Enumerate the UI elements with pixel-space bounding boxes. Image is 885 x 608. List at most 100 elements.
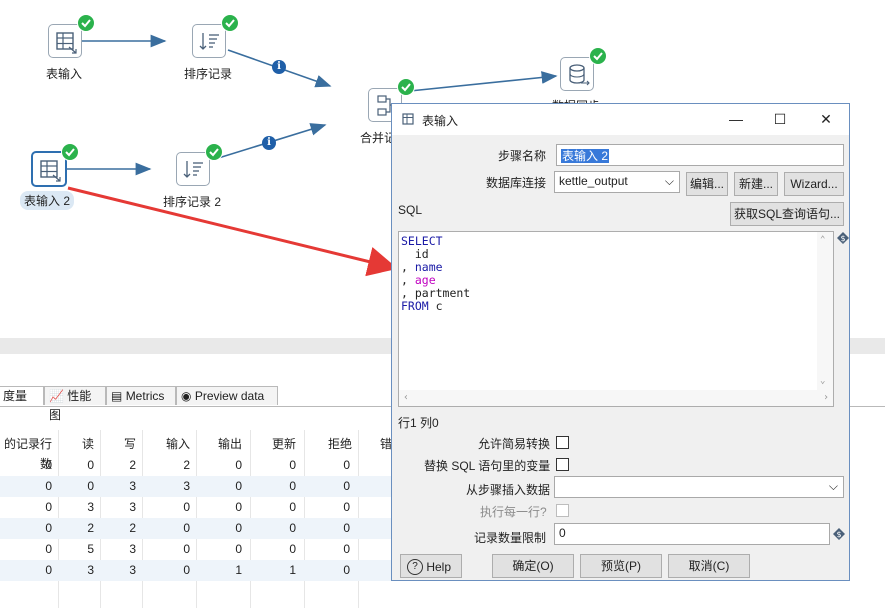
hop-info-icon[interactable]: i [272, 60, 286, 74]
help-button[interactable]: ? Help [400, 554, 462, 578]
table-cell: 0 [87, 479, 94, 493]
annotation-arrow [67, 186, 398, 277]
table-cell: 0 [289, 500, 296, 514]
variable-icon: $ [837, 232, 849, 244]
table-cell: 0 [45, 479, 52, 493]
step-name-field[interactable]: 表输入 2 [556, 144, 844, 166]
database-sync-icon [569, 64, 590, 86]
svg-text:$: $ [836, 530, 841, 539]
table-cell: 0 [289, 521, 296, 535]
success-check-icon [77, 14, 95, 32]
hop-line[interactable] [399, 71, 558, 93]
hop-info-icon[interactable]: i [262, 136, 276, 150]
step-label: 表输入 [46, 67, 83, 81]
table-cell: 0 [45, 458, 52, 472]
table-cell: 0 [235, 458, 242, 472]
column-header: 输入 [165, 437, 190, 451]
tab-metrics[interactable]: ▤ Metrics [106, 386, 176, 405]
svg-text:$: $ [840, 234, 845, 243]
execute-each-row-checkbox[interactable] [556, 504, 569, 517]
step-data-sync[interactable] [560, 57, 594, 91]
table-cell: 0 [235, 521, 242, 535]
success-check-icon [397, 78, 415, 96]
chart-icon: 📈 [49, 389, 64, 403]
column-header: 错 [379, 437, 392, 451]
success-check-icon [61, 143, 79, 161]
table-cell: 0 [45, 542, 52, 556]
table-cell: 0 [343, 563, 350, 577]
ok-button[interactable]: 确定(O) [492, 554, 574, 578]
table-cell: 2 [129, 458, 136, 472]
replace-variables-checkbox[interactable] [556, 458, 569, 471]
table-input-icon [56, 32, 77, 54]
table-cell: 3 [129, 500, 136, 514]
limit-field[interactable]: 0 [554, 523, 830, 545]
cancel-button[interactable]: 取消(C) [668, 554, 750, 578]
horizontal-scrollbar[interactable]: ‹ › [399, 390, 833, 406]
scroll-down-icon[interactable]: ⌄ [820, 376, 826, 386]
scroll-right-icon[interactable]: › [822, 392, 829, 403]
table-cell: 0 [235, 479, 242, 493]
step-label: 排序记录 [184, 67, 233, 81]
wizard-button[interactable]: Wizard... [784, 172, 844, 196]
minimize-icon[interactable]: — [729, 111, 743, 127]
variable-icon: $ [833, 528, 845, 540]
insert-from-step-select[interactable]: ⌵ [554, 476, 844, 498]
sql-editor[interactable]: SELECT id , name , age , partment FROM c… [398, 231, 834, 407]
step-table-input-1[interactable] [48, 24, 82, 58]
table-cell: 0 [289, 479, 296, 493]
table-cell: 0 [343, 521, 350, 535]
insert-from-step-label: 从步骤插入数据 [466, 483, 551, 497]
table-cell: 0 [183, 542, 190, 556]
table-cell: 0 [183, 500, 190, 514]
table-cell: 1 [235, 563, 242, 577]
table-input-icon [40, 160, 61, 182]
lazy-conversion-label: 允许简易转换 [478, 437, 551, 451]
table-cell: 2 [87, 521, 94, 535]
lazy-conversion-checkbox[interactable] [556, 436, 569, 449]
metrics-icon: ▤ [111, 389, 123, 403]
table-cell: 0 [45, 563, 52, 577]
preview-button[interactable]: 预览(P) [580, 554, 662, 578]
table-cell: 0 [289, 458, 296, 472]
sort-rows-icon [199, 33, 219, 50]
scroll-up-icon[interactable]: ⌃ [820, 235, 826, 245]
sort-rows-icon [183, 161, 203, 178]
edit-connection-button[interactable]: 编辑... [686, 172, 728, 196]
table-cell: 0 [45, 521, 52, 535]
tab-performance[interactable]: 📈 性能图 [44, 386, 106, 422]
table-cell: 5 [87, 542, 94, 556]
replace-variables-label: 替换 SQL 语句里的变量 [424, 459, 551, 473]
table-cell: 3 [183, 479, 190, 493]
new-connection-button[interactable]: 新建... [734, 172, 778, 196]
get-sql-button[interactable]: 获取SQL查询语句... [730, 202, 844, 226]
column-header: 的记录行数 [3, 437, 52, 471]
step-label: 表输入 2 [20, 191, 75, 210]
db-connection-select[interactable]: kettle_output ⌵ [554, 171, 680, 193]
table-cell: 0 [235, 542, 242, 556]
step-sort-rows-1[interactable] [192, 24, 226, 58]
table-cell: 0 [343, 479, 350, 493]
table-cell: 3 [129, 563, 136, 577]
table-cell: 0 [87, 458, 94, 472]
table-cell: 0 [289, 542, 296, 556]
vertical-scrollbar[interactable]: ⌃ ⌄ [817, 232, 833, 390]
scroll-left-icon[interactable]: ‹ [403, 392, 410, 403]
tab-step-metrics[interactable]: 度量 [0, 386, 44, 405]
step-name-label: 步骤名称 [498, 149, 547, 163]
table-cell: 3 [129, 542, 136, 556]
step-sort-rows-2[interactable] [176, 152, 210, 186]
close-icon[interactable]: ✕ [820, 111, 832, 127]
table-input-icon [402, 113, 414, 125]
step-table-input-2[interactable] [31, 151, 67, 187]
table-cell: 0 [183, 563, 190, 577]
limit-label: 记录数量限制 [474, 531, 547, 545]
maximize-icon[interactable]: ☐ [773, 111, 787, 127]
tab-preview-data[interactable]: ◉ Preview data [176, 386, 278, 405]
